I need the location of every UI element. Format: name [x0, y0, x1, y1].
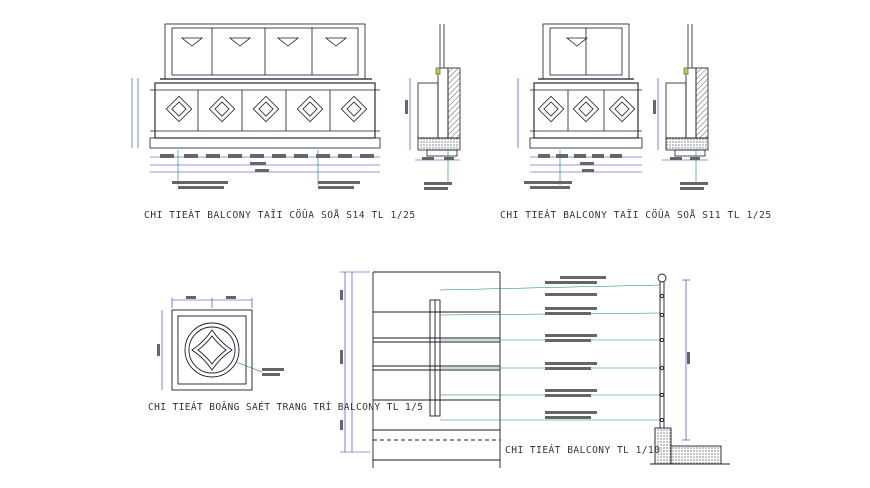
elevation-s14	[131, 23, 381, 189]
balcony-detail-plan	[340, 271, 661, 468]
window-arch-ornaments	[180, 37, 348, 47]
section-s11	[653, 24, 709, 190]
balcony-post-section	[650, 273, 730, 465]
section-s14	[405, 24, 461, 190]
caption-balcony-detail: CHI TIEÁT BALCONY TL 1/10	[505, 444, 661, 456]
caption-balcony-s14: CHI TIEÁT BALCONY TAÏI CÖÛA SOÅ S14 TL 1…	[144, 209, 416, 221]
decor-panel-detail	[157, 296, 284, 391]
caption-balcony-s11: CHI TIEÁT BALCONY TAÏI CÖÛA SOÅ S11 TL 1…	[500, 209, 772, 221]
caption-decor-panel: CHI TIEÁT BOÂNG SAÉT TRANG TRÍ BALCONY T…	[148, 401, 423, 413]
railing-diamond-ornaments	[165, 95, 368, 123]
elevation-s11	[517, 23, 643, 189]
